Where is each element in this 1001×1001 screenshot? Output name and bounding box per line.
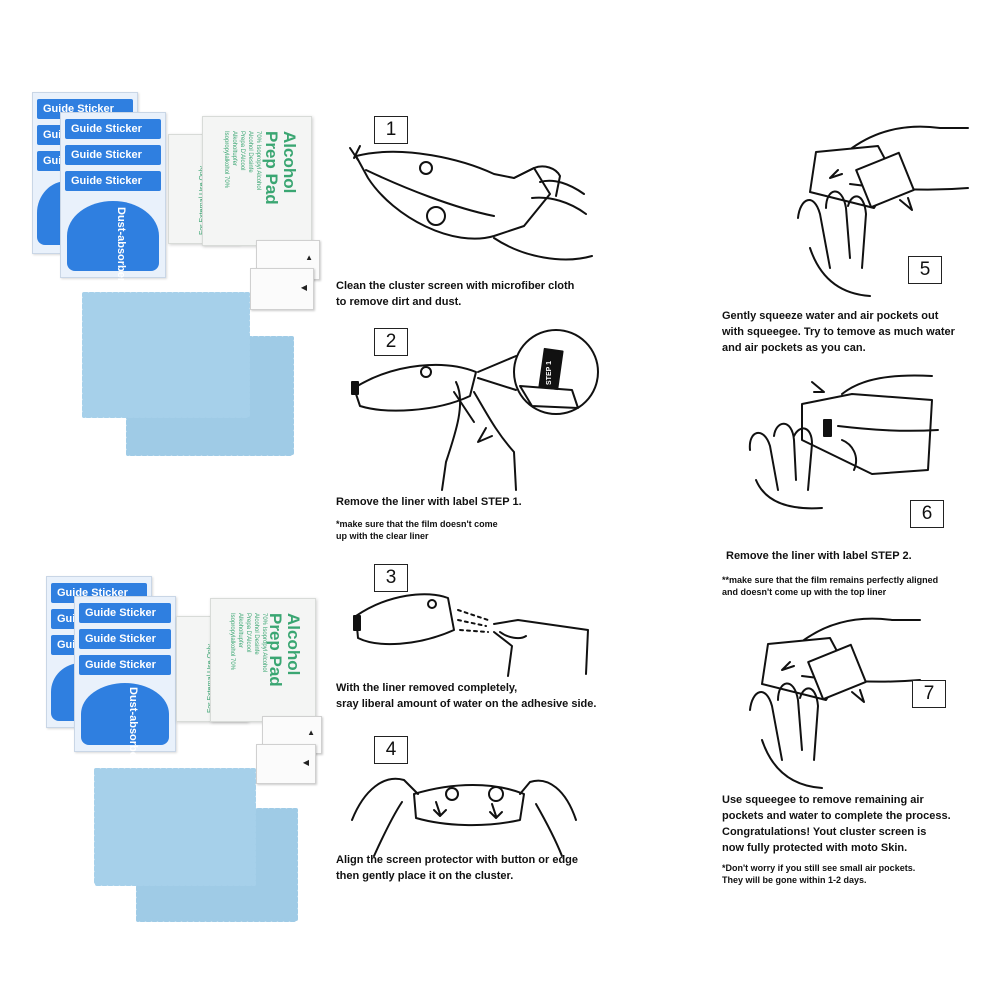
step-6-number: 6 (910, 500, 944, 528)
dust-absorber-blob: Dust-absorber (81, 683, 169, 762)
step-7-number: 7 (912, 680, 946, 708)
note-line: **make sure that the film remains perfec… (722, 575, 939, 585)
step-4-number: 4 (374, 736, 408, 764)
step-2-illustration (351, 329, 599, 491)
step-7-caption: Use squeegee to remove remaining air poc… (722, 792, 951, 856)
step-2-note: *make sure that the film doesn't come up… (336, 518, 498, 542)
caption-line: Congratulations! Yout cluster screen is (722, 826, 927, 838)
alcohol-pad-front: Alcohol Prep Pad 70% Isopropyl Alcohol A… (210, 598, 316, 722)
microfiber-cloth-bottom (94, 768, 298, 922)
note-line: up with the clear liner (336, 531, 429, 541)
step-2-caption: Remove the liner with label STEP 1. (336, 494, 522, 510)
pad-title-line2: Prep Pad (266, 613, 285, 687)
squeegee-card-front: ◀ (256, 744, 316, 784)
step-5-illustration (797, 125, 969, 297)
guide-sticker-label: Guide Sticker (79, 603, 171, 623)
dust-absorber-label: Dust-absorber (127, 687, 139, 763)
caption-line: Clean the cluster screen with microfiber… (336, 280, 575, 292)
caption-line: Align the screen protector with button o… (336, 854, 579, 866)
step-3-caption: With the liner removed completely, sray … (336, 680, 596, 712)
step-6-note: **make sure that the film remains perfec… (722, 574, 938, 598)
caption-line: Remove the liner with label STEP 2. (726, 550, 912, 562)
step-7-illustration (749, 617, 921, 789)
caption-line: Remove the liner with label STEP 1. (336, 496, 522, 508)
squeegee-card-front: ◀ (250, 268, 314, 310)
step-1-caption: Clean the cluster screen with microfiber… (336, 278, 574, 310)
caption-line: then gently place it on the cluster. (336, 870, 514, 882)
caption-line: to remove dirt and dust. (336, 296, 462, 308)
caption-line: and air pockets as you can. (722, 342, 866, 354)
guide-sticker-label: Guide Sticker (65, 145, 161, 165)
caption-line: pockets and water to complete the proces… (722, 810, 951, 822)
step-2-number: 2 (374, 328, 408, 356)
step-3-illustration (353, 593, 589, 677)
step-2-inset-label: STEP 1 (546, 361, 553, 385)
step-4-caption: Align the screen protector with button o… (336, 852, 578, 884)
pad-small-line: Alcohol Desinfe (253, 613, 259, 655)
guide-sticker-sheet-front: Guide Sticker Guide Sticker Guide Sticke… (74, 596, 176, 762)
caption-line: now fully protected with moto Skin. (722, 842, 908, 854)
guide-sticker-label: Guide Sticker (79, 629, 171, 649)
pad-small-line: Isopropylalkohol 70% (229, 613, 235, 671)
kit-photo-bottom: Guide Sticker Guide Sticker Guide Sticke… (0, 0, 330, 1001)
caption-line: with squeegee. Try to temove as much wat… (722, 326, 955, 338)
guide-sticker-label: Guide Sticker (65, 171, 161, 191)
guide-sticker-label: Guide Sticker (65, 119, 161, 139)
alcohol-pad-front: Alcohol Prep Pad 70% Isopropyl Alcohol A… (202, 116, 312, 246)
step-5-caption: Gently squeeze water and air pockets out… (722, 308, 955, 356)
step-4-illustration (351, 777, 577, 857)
note-line: They will be gone within 1-2 days. (722, 875, 867, 885)
step-6-illustration (748, 374, 939, 510)
guide-sticker-label: Guide Sticker (79, 655, 171, 675)
caption-line: Gently squeeze water and air pockets out (722, 310, 939, 322)
note-line: *make sure that the film doesn't come (336, 519, 498, 529)
note-line: and doesn't come up with the top liner (722, 587, 887, 597)
kit-photo-top: Guide Sticker Guide Sticker Guide Sticke… (0, 0, 330, 470)
dust-absorber-blob: Dust-absorber (67, 201, 159, 282)
step-3-number: 3 (374, 564, 408, 592)
step-5-number: 5 (908, 256, 942, 284)
pad-small-line: Prepa D'Alcool (245, 613, 251, 653)
guide-sticker-sheet-front: Guide Sticker Guide Sticker Guide Sticke… (60, 112, 166, 282)
step-1-illustration (349, 145, 593, 261)
microfiber-cloth-top (82, 292, 294, 456)
caption-line: With the liner removed completely, (336, 682, 518, 694)
pad-small-line: 70% Isopropyl Alcohol (261, 613, 267, 673)
step-6-caption: Remove the liner with label STEP 2. (726, 548, 912, 564)
caption-line: Use squeegee to remove remaining air (722, 794, 924, 806)
pad-small-line: Alkoholtupfer (237, 613, 243, 649)
note-line: *Don't worry if you still see small air … (722, 863, 916, 873)
caption-line: sray liberal amount of water on the adhe… (336, 698, 597, 710)
step-7-note: *Don't worry if you still see small air … (722, 862, 915, 886)
step-1-number: 1 (374, 116, 408, 144)
pad-title-line1: Alcohol (284, 613, 303, 676)
